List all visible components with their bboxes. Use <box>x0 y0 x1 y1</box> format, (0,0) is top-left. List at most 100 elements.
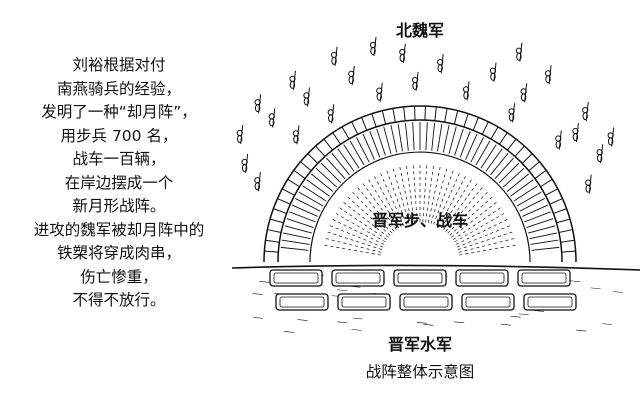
description-line: 不得不放行。 <box>72 291 166 309</box>
water-mark <box>337 321 348 324</box>
spear <box>284 225 312 234</box>
chariot-divider <box>264 250 279 253</box>
description-line: 新月形战阵。 <box>72 197 166 215</box>
cavalry-rider-icon <box>254 172 261 192</box>
spear <box>431 122 436 151</box>
jin-camp-label: 晋军步、战车 <box>372 211 468 230</box>
spear <box>310 173 334 192</box>
spear <box>454 128 464 156</box>
infantry-rank <box>435 170 461 226</box>
water-mark <box>518 313 529 316</box>
chariot-divider <box>403 106 406 121</box>
description-line: 在岸边摆成一个 <box>64 173 174 192</box>
outer-chariot-arc <box>277 119 563 263</box>
chariot-divider <box>381 110 387 125</box>
spear <box>369 131 381 158</box>
description-text: 刘裕根据对付 南燕骑兵的经验， 发明了一种“却月阵”， 用步兵 700 名， 战… <box>8 54 230 313</box>
spear <box>494 157 515 180</box>
cavalry-rider-icon <box>572 122 579 143</box>
spear <box>397 123 403 152</box>
chariot-divider <box>558 229 573 233</box>
spear <box>519 198 545 212</box>
cavalry-rider-icon <box>520 83 528 103</box>
cavalry-rider-icon <box>508 103 516 123</box>
infantry-rank <box>327 224 384 248</box>
infantry-rank <box>459 244 519 256</box>
chariot-divider <box>282 188 295 196</box>
spear <box>485 148 503 172</box>
spear <box>331 152 350 176</box>
chariot-divider <box>549 198 563 205</box>
outer-shield-arc <box>263 105 577 263</box>
spear <box>513 185 538 202</box>
diagram-caption: 战阵整体示意图 <box>365 363 475 381</box>
cavalry-rider-icon <box>399 43 406 63</box>
cavalry-rider-icon <box>411 71 419 91</box>
infantry-rank <box>340 200 389 238</box>
spear <box>475 140 491 166</box>
chariot-divider <box>361 117 368 131</box>
cavalry-rider-icon <box>254 94 262 114</box>
infantry-rank <box>438 173 468 227</box>
chariot-divider <box>507 138 517 151</box>
spear <box>502 167 525 188</box>
infantry-rank <box>458 237 518 253</box>
infantry-rank <box>333 211 386 243</box>
navy-boat-icon <box>275 293 329 311</box>
infantry-rank <box>385 167 407 225</box>
crescent-chariot-arc <box>263 105 577 263</box>
water-mark <box>297 319 308 321</box>
chariot-divider <box>453 110 459 125</box>
cavalry-rider-icon <box>289 70 296 90</box>
spear <box>337 148 355 172</box>
infantry-rank <box>355 185 395 232</box>
northern-wei-cavalry <box>236 36 615 194</box>
water-mark <box>500 323 511 326</box>
cavalry-rider-icon <box>236 124 244 145</box>
chariot-divider <box>528 161 540 172</box>
chariot-divider <box>434 106 437 121</box>
spear <box>480 144 497 169</box>
cavalry-rider-icon <box>437 54 444 74</box>
infantry-rank <box>447 189 490 234</box>
spear <box>295 198 321 212</box>
spear <box>530 239 559 245</box>
infantry-rank <box>398 164 413 223</box>
cavalry-rider-icon <box>607 127 615 147</box>
infantry-rank <box>322 237 382 253</box>
chariot-divider <box>351 121 359 135</box>
cavalry-rider-icon <box>241 153 249 174</box>
chariot-divider <box>481 121 489 135</box>
description-line: 进攻的魏军被却月阵中的 <box>33 220 205 239</box>
spear <box>459 131 471 158</box>
water-mark <box>454 321 465 324</box>
infantry-rank <box>350 189 393 234</box>
crescent-spears <box>280 122 560 251</box>
description-line: 战车一百辆， <box>72 150 166 168</box>
water-mark <box>253 317 264 319</box>
description-line: 刘裕根据对付 <box>72 56 166 74</box>
chariot-divider <box>287 178 300 188</box>
cavalry-rider-icon <box>376 82 383 102</box>
chariot-divider <box>341 126 350 140</box>
cavalry-rider-icon <box>582 102 589 122</box>
cavalry-rider-icon <box>327 104 335 124</box>
cavalry-rider-icon <box>268 108 276 128</box>
chariot-divider <box>273 208 287 214</box>
jin-infantry-group <box>321 162 519 256</box>
infantry-rank <box>405 162 415 223</box>
navy-boat-icon <box>331 269 385 287</box>
infantry-rank <box>452 205 504 240</box>
spear <box>412 122 415 151</box>
spear <box>306 179 330 197</box>
spear <box>465 133 478 160</box>
chariot-divider <box>560 239 575 243</box>
infantry-rank <box>392 165 410 224</box>
infantry-rank <box>324 230 383 250</box>
spear <box>448 126 457 154</box>
infantry-rank <box>345 194 391 236</box>
chariot-divider <box>472 117 479 131</box>
chariot-divider <box>498 132 508 145</box>
chariot-divider <box>315 145 326 157</box>
spear <box>302 185 327 202</box>
